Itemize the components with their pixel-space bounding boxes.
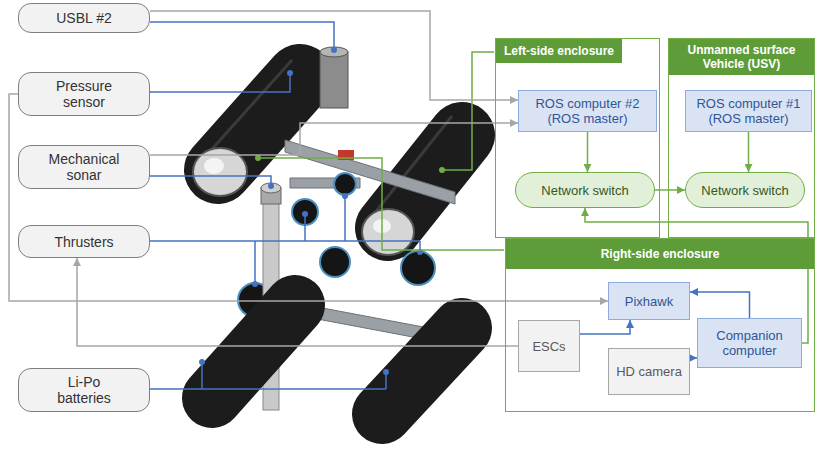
connector-arrow — [580, 320, 630, 334]
thruster — [401, 251, 435, 285]
enclosure-panel: ROS computer #2 (ROS master) Network swit… — [495, 38, 660, 238]
thruster — [320, 247, 350, 277]
leader-dot — [302, 211, 308, 217]
leader-dot — [331, 47, 337, 53]
connector-arrow — [150, 123, 518, 155]
leader-line — [150, 196, 420, 284]
usbl-device — [320, 47, 348, 108]
usbl-device — [320, 47, 348, 57]
thruster — [334, 173, 356, 195]
leader-dot — [255, 155, 261, 161]
node-label: Pixhawk — [625, 294, 673, 309]
leader-dot — [199, 359, 205, 365]
panel-heading: Right-side enclosure — [506, 239, 814, 269]
connector-arrow — [690, 357, 697, 359]
node-label: ROS computer #1 (ROS master) — [692, 96, 805, 126]
callout-pill: Thrusters — [18, 225, 150, 258]
enclosure-leader — [258, 158, 504, 250]
node-label: Li-Po batteries — [42, 374, 126, 406]
leader-line — [150, 22, 334, 49]
leader-line — [150, 176, 271, 186]
panel-heading: Unmanned surface Vehicle (USV) — [669, 39, 814, 75]
node-label: ESCs — [532, 339, 565, 354]
enclosure-leader — [442, 52, 494, 170]
node-label: ROS computer #2 (ROS master) — [525, 96, 650, 126]
leader-line — [150, 362, 386, 389]
callout-pill: USBL #2 — [18, 3, 150, 33]
switch-pill: Network switch — [515, 172, 655, 208]
connector-arrow — [587, 132, 589, 172]
node-label: Thrusters — [54, 234, 113, 250]
camera-lens — [362, 209, 414, 255]
battery-cylinder — [204, 60, 292, 158]
camera-lens — [362, 209, 414, 255]
frame-bar — [285, 140, 455, 204]
component-box: ROS computer #1 (ROS master) — [685, 90, 812, 132]
leader-line — [150, 22, 420, 389]
component-box: Pixhawk — [608, 282, 690, 320]
camera-lens — [204, 158, 224, 174]
connector-arrow — [748, 132, 750, 172]
node-label: HD camera — [616, 364, 682, 379]
usbl-device — [320, 52, 348, 108]
node-label: Companion computer — [704, 328, 795, 358]
switch-pill: Network switch — [685, 172, 805, 208]
leader-dot — [268, 183, 274, 189]
component-box: ROS computer #2 (ROS master) — [518, 90, 657, 132]
battery-cylinder — [212, 305, 462, 414]
device-box: ESCs — [518, 320, 580, 372]
leader-dot — [383, 369, 389, 375]
device-box: HD camera — [608, 348, 690, 395]
leader-dot — [255, 155, 445, 173]
battery-cylinder — [212, 305, 295, 398]
mechanical-sonar — [261, 183, 281, 193]
connector-arrow — [77, 258, 518, 346]
leader-dot — [287, 70, 293, 76]
leader-dot — [199, 47, 423, 375]
component-box: Companion computer — [697, 318, 802, 368]
battery-cylinder — [382, 328, 462, 414]
connector-arrow — [690, 292, 750, 318]
callout-pill: Li-Po batteries — [18, 368, 150, 412]
node-label: Pressure sensor — [42, 78, 126, 110]
enclosure-panel: PixhawkESCs Companion computer HD camera Ri… — [505, 238, 815, 412]
connector-arrow — [150, 11, 518, 100]
mechanical-sonar — [261, 183, 281, 204]
callout-pill: Pressure sensor — [18, 72, 150, 116]
leader-dot — [439, 167, 445, 173]
leader-dot — [342, 193, 348, 199]
enclosure-leader — [258, 52, 504, 250]
node-label: Network switch — [701, 183, 788, 198]
leader-line — [150, 74, 290, 92]
node-label: USBL #2 — [56, 10, 112, 26]
callout-pill: Mechanical sonar — [18, 145, 150, 189]
node-label: Network switch — [541, 183, 628, 198]
enclosure-panel: ROS computer #1 (ROS master) Network swit… — [668, 38, 815, 238]
panel-heading: Left-side enclosure — [496, 39, 622, 63]
node-label: Mechanical sonar — [42, 151, 126, 183]
leader-dot — [252, 281, 258, 287]
